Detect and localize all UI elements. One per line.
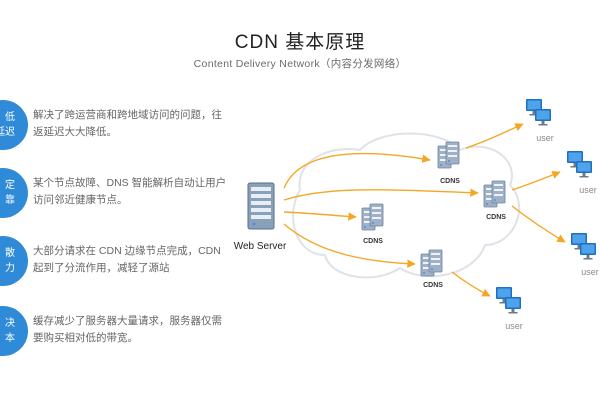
route-arrow bbox=[465, 123, 524, 149]
cdn-node-label: CDNS bbox=[486, 214, 506, 221]
feature-badge-line: 决 bbox=[5, 318, 15, 329]
user-group-top: user bbox=[526, 99, 554, 143]
route-arrow bbox=[283, 152, 431, 189]
web-server-icon bbox=[247, 182, 275, 230]
feature-badge-line: 低 bbox=[5, 112, 15, 123]
route-arrow bbox=[511, 205, 566, 243]
server-rack-icon bbox=[428, 249, 443, 273]
cdn-node-center: CDNS bbox=[361, 203, 384, 245]
feature-load-distribution: 散 力 大部分请求在 CDN 边缘节点完成，CDN 起到了分流作用，减轻了源站 bbox=[0, 236, 230, 286]
cloud-outline bbox=[292, 132, 520, 279]
route-arrow bbox=[283, 223, 416, 268]
feature-cost-saving: 决 本 缓存减少了服务器大量请求，服务器仅需要购买相对低的带宽。 bbox=[0, 306, 230, 356]
cdn-node-label: CDNS bbox=[440, 178, 460, 185]
server-rack-icon bbox=[369, 203, 384, 227]
feature-badge-line: 散 bbox=[5, 248, 15, 259]
feature-badge-line: 延迟 bbox=[0, 127, 15, 138]
page-subtitle: Content Delivery Network（内容分发网络） bbox=[193, 58, 407, 70]
computer-icon bbox=[580, 243, 596, 260]
feature-low-latency: 低 延迟 解决了跨运营商和跨地域访问的问题，往返延迟大大降低。 bbox=[0, 100, 230, 150]
server-rack-icon bbox=[491, 180, 506, 204]
feature-badge-line: 靠 bbox=[5, 195, 15, 206]
user-group-right-upper: user bbox=[567, 151, 597, 195]
cdn-node-label: CDNS bbox=[363, 238, 383, 245]
web-server-label: Web Server bbox=[234, 241, 287, 252]
user-label: user bbox=[536, 133, 554, 143]
user-label: user bbox=[581, 267, 599, 277]
page-title: CDN 基本原理 bbox=[234, 32, 366, 53]
computer-icon bbox=[535, 109, 551, 126]
user-label: user bbox=[579, 185, 597, 195]
cdn-node-top: CDNS bbox=[437, 141, 460, 185]
feature-description: 解决了跨运营商和跨地域访问的问题，往返延迟大大降低。 bbox=[33, 109, 222, 138]
feature-badge-line: 定 bbox=[5, 180, 15, 191]
user-label: user bbox=[505, 321, 523, 331]
feature-description: 缓存减少了服务器大量请求，服务器仅需要购买相对低的带宽。 bbox=[33, 315, 222, 344]
cdn-node-right: CDNS bbox=[483, 180, 506, 221]
computer-icon bbox=[576, 161, 592, 178]
feature-reliability: 定 靠 某个节点故障、DNS 智能解析自动让用户访问邻近健康节点。 bbox=[0, 168, 230, 218]
route-arrow bbox=[451, 271, 491, 297]
feature-badge-line: 本 bbox=[5, 333, 15, 344]
user-group-right-lower: user bbox=[571, 233, 599, 277]
feature-description: 某个节点故障、DNS 智能解析自动让用户访问邻近健康节点。 bbox=[33, 177, 227, 206]
feature-description: 大部分请求在 CDN 边缘节点完成，CDN 起到了分流作用，减轻了源站 bbox=[33, 245, 221, 274]
route-arrow bbox=[511, 170, 561, 191]
user-group-bottom: user bbox=[496, 287, 523, 331]
server-rack-icon bbox=[445, 141, 460, 165]
computer-icon bbox=[505, 297, 521, 314]
route-arrow bbox=[283, 188, 479, 201]
cdn-node-label: CDNS bbox=[423, 282, 443, 289]
cdn-node-bottom: CDNS bbox=[420, 249, 443, 289]
feature-badge-line: 力 bbox=[5, 263, 15, 274]
route-arrow bbox=[283, 211, 357, 221]
